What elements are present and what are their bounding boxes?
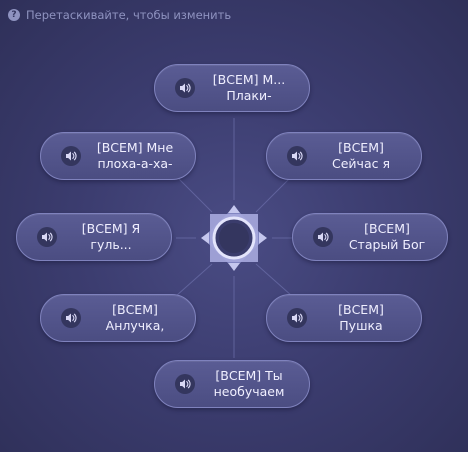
question-icon: ?: [8, 9, 20, 21]
wheel-item-label: [ВСЕМ] Ты необучаем: [213, 368, 285, 399]
speaker-icon: [175, 78, 195, 98]
wheel-item-label: [ВСЕМ] Пушка: [338, 302, 384, 333]
wheel-item-top[interactable]: [ВСЕМ] М... Плаки-: [154, 64, 310, 112]
wheel-item-label: [ВСЕМ] Анлучка,: [105, 302, 165, 333]
speaker-icon: [61, 308, 81, 328]
wheel-item-bottom-right[interactable]: [ВСЕМ] Пушка: [266, 294, 422, 342]
drag-hint: ? Перетаскивайте, чтобы изменить: [8, 8, 231, 22]
wheel-item-label: [ВСЕМ] М... Плаки-: [212, 72, 286, 103]
speaker-icon: [175, 374, 195, 394]
wheel-item-right[interactable]: [ВСЕМ] Старый Бог: [292, 213, 448, 261]
speaker-icon: [313, 227, 333, 247]
drag-hint-text: Перетаскивайте, чтобы изменить: [26, 8, 232, 22]
wheel-item-left[interactable]: [ВСЕМ] Я гуль...: [16, 213, 172, 261]
wheel-item-label: [ВСЕМ] Я гуль...: [81, 221, 141, 252]
wheel-item-label: [ВСЕМ] Сейчас я: [332, 140, 390, 171]
speaker-icon: [61, 146, 81, 166]
wheel-item-top-right[interactable]: [ВСЕМ] Сейчас я: [266, 132, 422, 180]
wheel-item-label: [ВСЕМ] Мне плоха-а-ха-: [96, 140, 174, 171]
wheel-item-bottom-left[interactable]: [ВСЕМ] Анлучка,: [40, 294, 196, 342]
wheel-item-bottom[interactable]: [ВСЕМ] Ты необучаем: [154, 360, 310, 408]
wheel-hub-icon: [199, 203, 269, 273]
wheel-item-label: [ВСЕМ] Старый Бог: [348, 221, 426, 252]
speaker-icon: [37, 227, 57, 247]
wheel-item-top-left[interactable]: [ВСЕМ] Мне плоха-а-ха-: [40, 132, 196, 180]
speaker-icon: [287, 146, 307, 166]
speaker-icon: [287, 308, 307, 328]
